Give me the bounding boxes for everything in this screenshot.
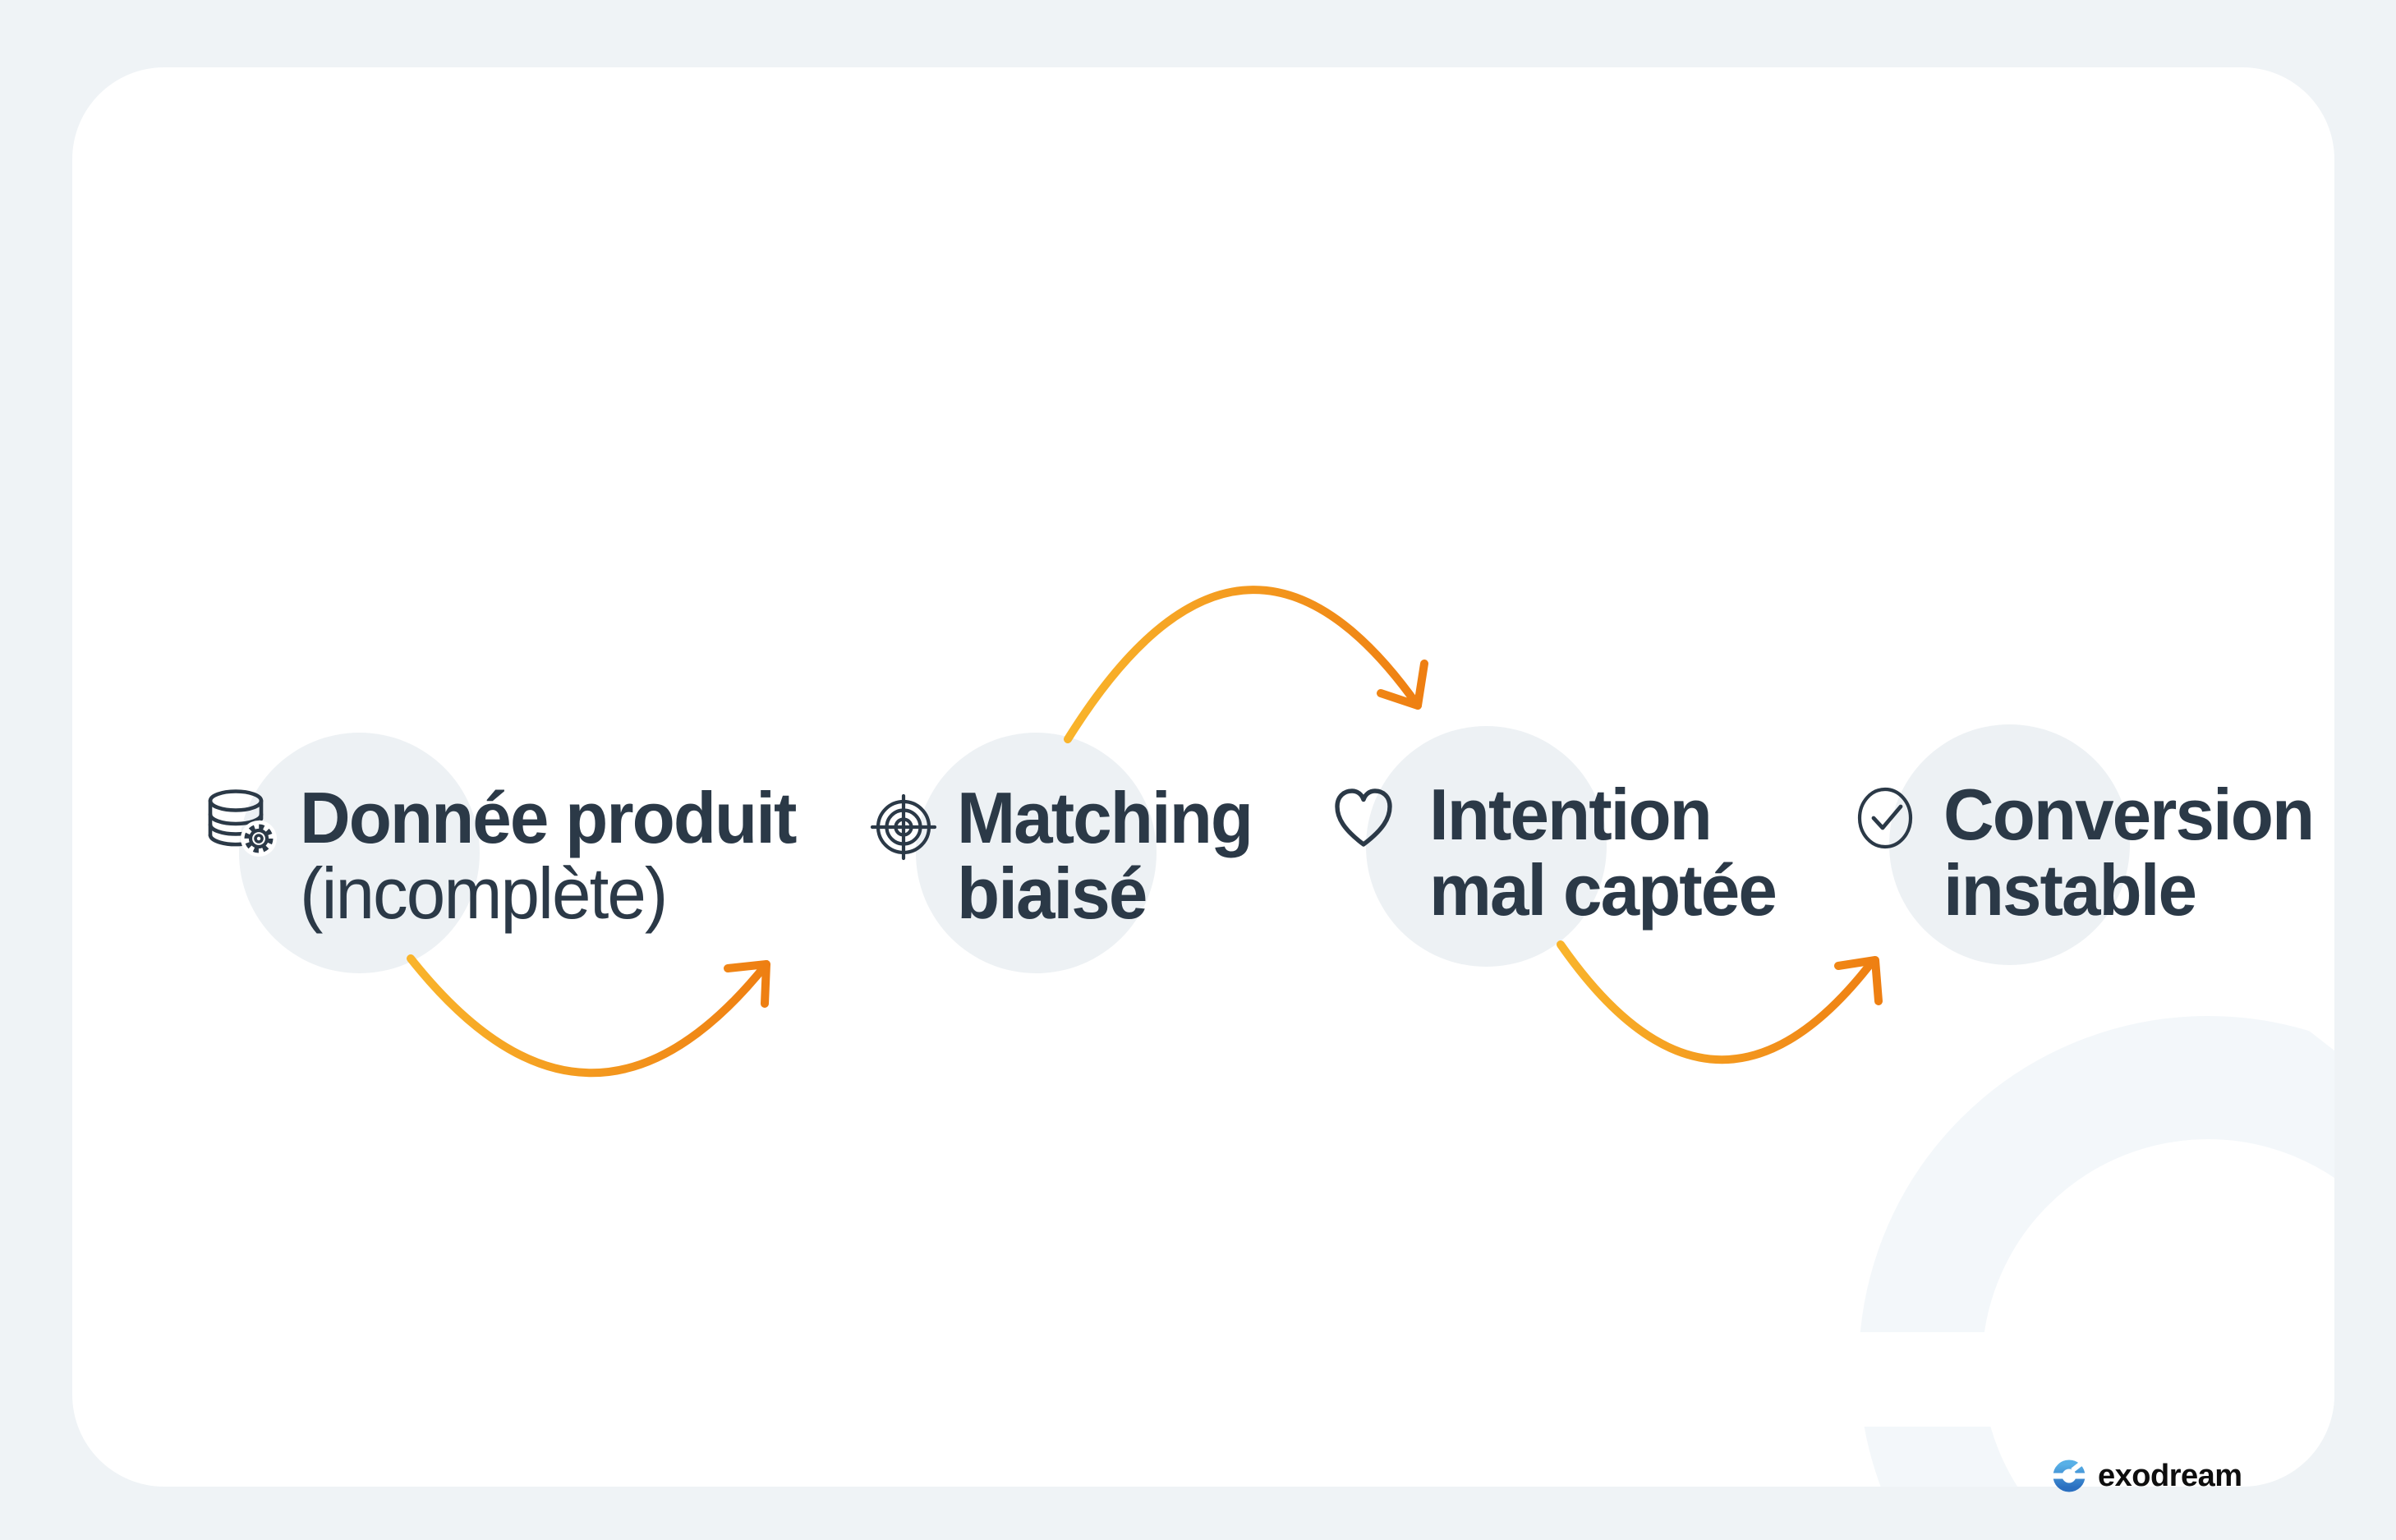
step2-title: Matching	[957, 777, 1253, 858]
step2-subtitle: biaisé	[957, 853, 1147, 934]
heart-icon	[1332, 787, 1395, 853]
arrow-1	[407, 954, 770, 1078]
target-icon	[859, 783, 948, 871]
step1-label: Donnée produit (incomplète)	[300, 777, 797, 934]
step3-subtitle: mal captée	[1429, 849, 1777, 931]
step3-label: Intention mal captée	[1429, 774, 1777, 931]
step4-subtitle: instable	[1943, 849, 2197, 931]
step3-blob	[1366, 726, 1607, 967]
step2-label: Matching biaisé	[957, 777, 1253, 934]
step2-blob	[916, 733, 1157, 973]
step4-blob	[1889, 724, 2130, 965]
content-card: Donnée produit (incomplète) Matching bia…	[72, 67, 2334, 1487]
step1-blob	[239, 733, 480, 973]
check-circle-icon	[1857, 787, 1913, 849]
step1-subtitle: (incomplète)	[300, 853, 668, 934]
step1-title: Donnée produit	[300, 777, 797, 858]
step4-title: Conversion	[1943, 774, 2315, 855]
exodream-logo: exodream	[2050, 1455, 2242, 1496]
watermark-e-icon	[1830, 987, 2334, 1487]
exodream-e-icon	[2050, 1458, 2088, 1492]
step4-label: Conversion instable	[1943, 774, 2315, 931]
database-gear-icon	[204, 788, 286, 862]
arrow-2	[1064, 586, 1428, 743]
step3-title: Intention	[1429, 774, 1713, 855]
exodream-logo-text: exodream	[2098, 1458, 2242, 1493]
